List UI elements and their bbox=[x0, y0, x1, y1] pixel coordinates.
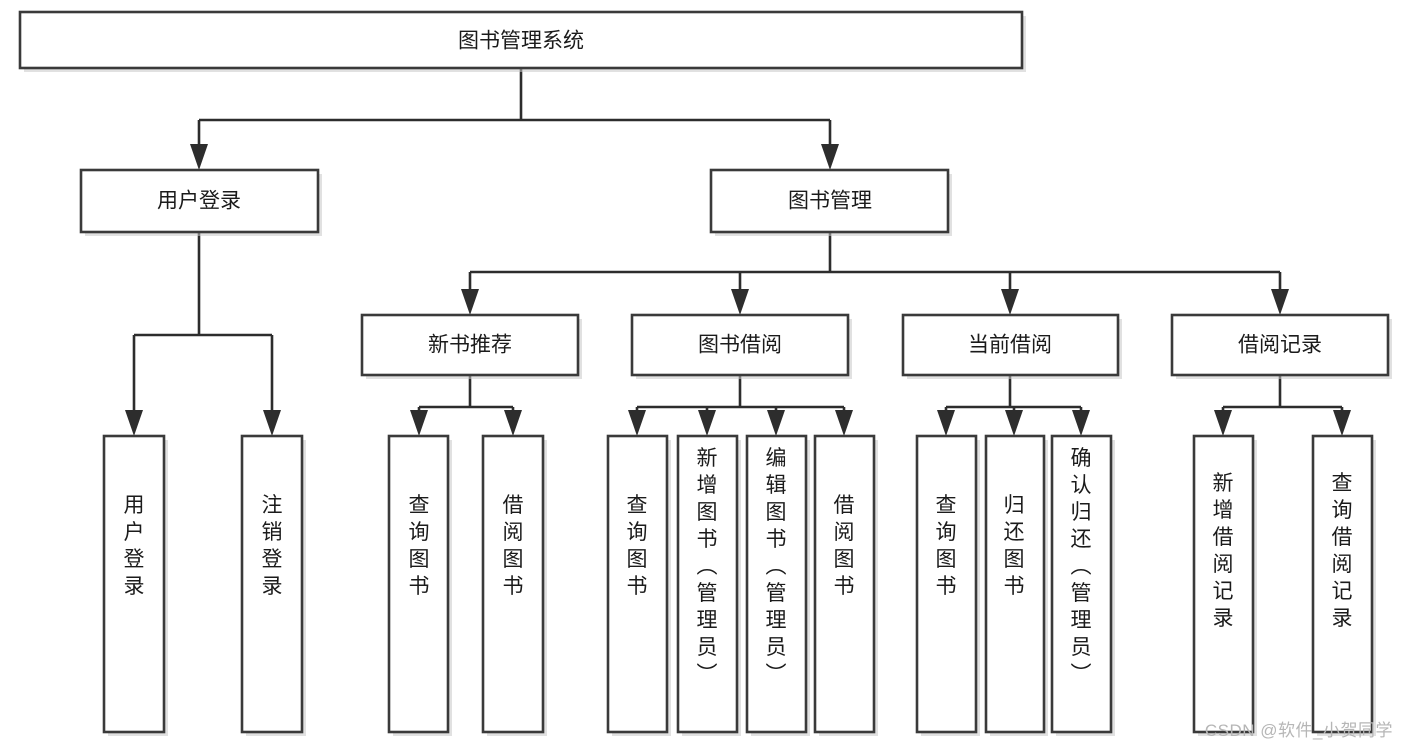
leaf-query-book-1[interactable]: 查询图书 bbox=[387, 434, 452, 736]
leaf-edit-book-admin-label: 编辑图书︵管理员︶ bbox=[766, 447, 787, 686]
leaf-edit-book-admin[interactable]: 编辑图书︵管理员︶ bbox=[745, 434, 810, 736]
user-login-label: 用户登录 bbox=[157, 190, 241, 213]
arrowhead-leaf-user-login bbox=[125, 410, 143, 436]
arrowhead-leaf-borrow-book-2 bbox=[835, 410, 853, 436]
leaf-add-book-admin-label: 新增图书︵管理员︶ bbox=[697, 447, 718, 686]
leaf-query-borrow-record-label: 查询借阅记录 bbox=[1332, 472, 1353, 630]
leaf-return-book-label: 归还图书 bbox=[1004, 494, 1025, 598]
arrowhead-leaf-query-book-2 bbox=[628, 410, 646, 436]
arrowhead-book-mgmt bbox=[821, 144, 839, 170]
book-management-label: 图书管理 bbox=[788, 190, 872, 213]
leaf-add-borrow-record[interactable]: 新增借阅记录 bbox=[1192, 434, 1257, 736]
node-new-book-recommend[interactable]: 新书推荐 bbox=[360, 313, 582, 379]
leaf-user-login-box[interactable] bbox=[102, 434, 166, 734]
leaf-query-borrow-record-box[interactable] bbox=[1311, 434, 1374, 734]
leaf-query-book-2[interactable]: 查询图书 bbox=[606, 434, 671, 736]
leaf-query-book-3-label: 查询图书 bbox=[936, 494, 957, 598]
arrowhead-leaf-edit-book bbox=[767, 410, 785, 436]
arrowhead-current-borrow bbox=[1001, 289, 1019, 315]
leaf-add-book-admin-box[interactable] bbox=[676, 434, 739, 734]
leaf-return-book[interactable]: 归还图书 bbox=[984, 434, 1048, 736]
leaf-logout-box[interactable] bbox=[240, 434, 304, 734]
root-box[interactable] bbox=[18, 10, 1024, 70]
current-borrow-box[interactable] bbox=[901, 313, 1120, 377]
leaf-query-book-3[interactable]: 查询图书 bbox=[915, 434, 980, 736]
node-user-login[interactable]: 用户登录 bbox=[79, 168, 322, 236]
arrowhead-leaf-add-record bbox=[1214, 410, 1232, 436]
node-borrow-record[interactable]: 借阅记录 bbox=[1170, 313, 1392, 379]
leaf-query-book-1-label: 查询图书 bbox=[409, 494, 430, 598]
leaf-borrow-book-1[interactable]: 借阅图书 bbox=[481, 434, 547, 736]
leaf-borrow-book-1-label: 借阅图书 bbox=[503, 494, 524, 598]
arrowhead-new-book-rec bbox=[461, 289, 479, 315]
borrow-record-box[interactable] bbox=[1170, 313, 1390, 377]
leaf-borrow-book-2-box[interactable] bbox=[813, 434, 876, 734]
arrowhead-leaf-borrow-book-1 bbox=[504, 410, 522, 436]
node-book-borrow[interactable]: 图书借阅 bbox=[630, 313, 852, 379]
leaf-user-login[interactable]: 用户登录 bbox=[102, 434, 168, 736]
node-book-management[interactable]: 图书管理 bbox=[709, 168, 952, 236]
leaf-logout-label: 注销登录 bbox=[262, 494, 283, 598]
leaf-borrow-book-1-box[interactable] bbox=[481, 434, 545, 734]
leaf-confirm-return-admin-label: 确认归还︵管理员︶ bbox=[1071, 447, 1092, 686]
arrowhead-leaf-confirm-return bbox=[1072, 410, 1090, 436]
book-management-box[interactable] bbox=[709, 168, 950, 234]
leaf-add-borrow-record-label: 新增借阅记录 bbox=[1213, 472, 1234, 630]
root-label: 图书管理系统 bbox=[458, 30, 584, 53]
arrowhead-leaf-query-book-1 bbox=[410, 410, 428, 436]
leaf-query-borrow-record[interactable]: 查询借阅记录 bbox=[1311, 434, 1376, 736]
leaf-query-book-3-box[interactable] bbox=[915, 434, 978, 734]
leaf-confirm-return-admin[interactable]: 确认归还︵管理员︶ bbox=[1050, 434, 1115, 736]
leaf-query-book-2-label: 查询图书 bbox=[627, 494, 648, 598]
leaf-user-login-label: 用户登录 bbox=[124, 494, 145, 598]
arrowhead-book-borrow bbox=[731, 289, 749, 315]
arrowhead-leaf-query-book-3 bbox=[937, 410, 955, 436]
book-borrow-label: 图书借阅 bbox=[698, 334, 782, 357]
leaf-borrow-book-2[interactable]: 借阅图书 bbox=[813, 434, 878, 736]
new-book-recommend-box[interactable] bbox=[360, 313, 580, 377]
user-login-box[interactable] bbox=[79, 168, 320, 234]
leaf-add-borrow-record-box[interactable] bbox=[1192, 434, 1255, 734]
node-root[interactable]: 图书管理系统 bbox=[18, 10, 1026, 72]
leaf-borrow-book-2-label: 借阅图书 bbox=[834, 494, 855, 598]
arrowhead-leaf-add-book bbox=[698, 410, 716, 436]
leaf-logout[interactable]: 注销登录 bbox=[240, 434, 306, 736]
arrowhead-leaf-logout bbox=[263, 410, 281, 436]
leaf-query-book-1-box[interactable] bbox=[387, 434, 450, 734]
node-current-borrow[interactable]: 当前借阅 bbox=[901, 313, 1122, 379]
new-book-recommend-label: 新书推荐 bbox=[428, 334, 512, 357]
connector-layer bbox=[125, 68, 1351, 436]
leaf-edit-book-admin-box[interactable] bbox=[745, 434, 808, 734]
arrowhead-leaf-query-record bbox=[1333, 410, 1351, 436]
book-borrow-box[interactable] bbox=[630, 313, 850, 377]
current-borrow-label: 当前借阅 bbox=[968, 334, 1052, 357]
arrowhead-leaf-return-book bbox=[1005, 410, 1023, 436]
leaf-confirm-return-admin-box[interactable] bbox=[1050, 434, 1113, 734]
csdn-watermark: CSDN @软件_小贺同学 bbox=[1204, 721, 1393, 740]
leaf-return-book-box[interactable] bbox=[984, 434, 1046, 734]
borrow-record-label: 借阅记录 bbox=[1238, 334, 1322, 357]
leaf-query-book-2-box[interactable] bbox=[606, 434, 669, 734]
arrowhead-user-login bbox=[190, 144, 208, 170]
arrowhead-borrow-record bbox=[1271, 289, 1289, 315]
leaf-add-book-admin[interactable]: 新增图书︵管理员︶ bbox=[676, 434, 741, 736]
